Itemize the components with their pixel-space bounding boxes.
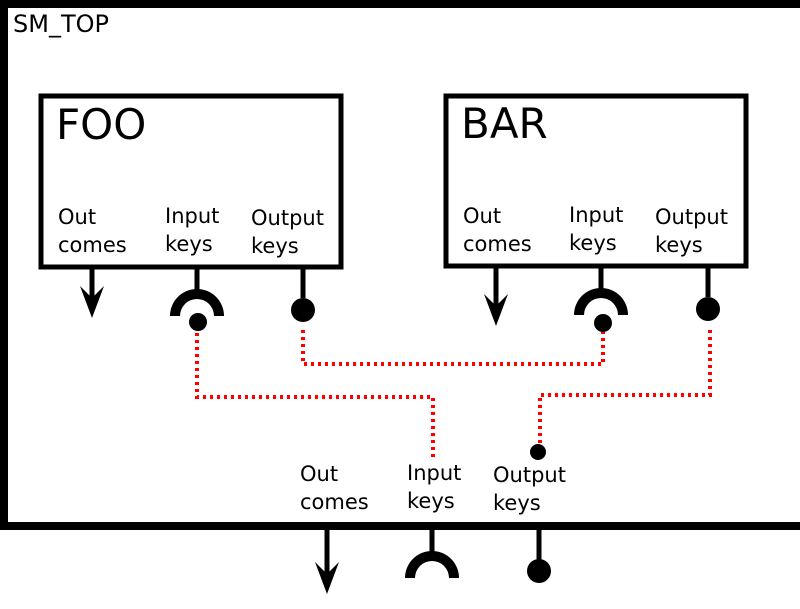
top-input-socket-icon [405,551,459,578]
state-bar-title: BAR [461,99,548,148]
top-output-connector-dot [530,444,546,460]
top-outcome-port[interactable] [315,526,339,594]
bar-input-keys-label: Input keys [569,203,630,255]
foo-input-socket-icon [170,289,224,316]
top-output-plug-icon [527,559,551,583]
top-outcomes-label: Out comes [300,462,369,514]
bar-output-keys-label: Output keys [655,205,735,257]
foo-output-keys-port[interactable] [291,267,315,322]
bar-output-keys-port[interactable] [696,266,720,321]
bar-input-keys-port[interactable] [574,266,628,332]
state-foo-title: FOO [56,100,146,149]
top-output-keys-port[interactable] [527,526,551,583]
connection-top-input-to-foo-input[interactable] [195,330,435,457]
bar-input-connector-dot [594,314,612,332]
bar-outcomes-label: Out comes [463,204,532,256]
foo-input-connector-dot [189,313,207,331]
sm-top-title: SM_TOP [13,10,109,38]
top-input-keys-label: Input keys [407,461,468,513]
key-remappings [195,330,712,457]
foo-output-plug-icon [291,298,315,322]
bar-outcome-arrow-head-icon [484,294,508,326]
top-input-keys-port[interactable] [405,526,459,578]
state-foo-box [38,93,344,270]
foo-input-keys-label: Input keys [165,204,226,256]
state-foo[interactable]: FOO Out comes Input keys Output keys [38,93,344,270]
foo-outcomes-label: Out comes [58,205,127,257]
bar-input-socket-icon [574,288,628,315]
top-outcome-arrow-head-icon [315,562,339,594]
state-bar-box [443,93,749,269]
foo-outcome-port[interactable] [80,267,104,318]
foo-outcome-arrow-head-icon [80,286,104,318]
foo-output-keys-label: Output keys [251,206,331,258]
connection-bar-output-to-top-output[interactable] [538,330,712,446]
top-output-keys-label: Output keys [493,463,573,515]
bar-output-plug-icon [696,297,720,321]
state-bar[interactable]: BAR Out comes Input keys Output keys [443,93,749,269]
bar-outcome-port[interactable] [484,266,508,326]
foo-input-keys-port[interactable] [170,267,224,331]
connection-foo-output-to-bar-input[interactable] [301,330,605,366]
